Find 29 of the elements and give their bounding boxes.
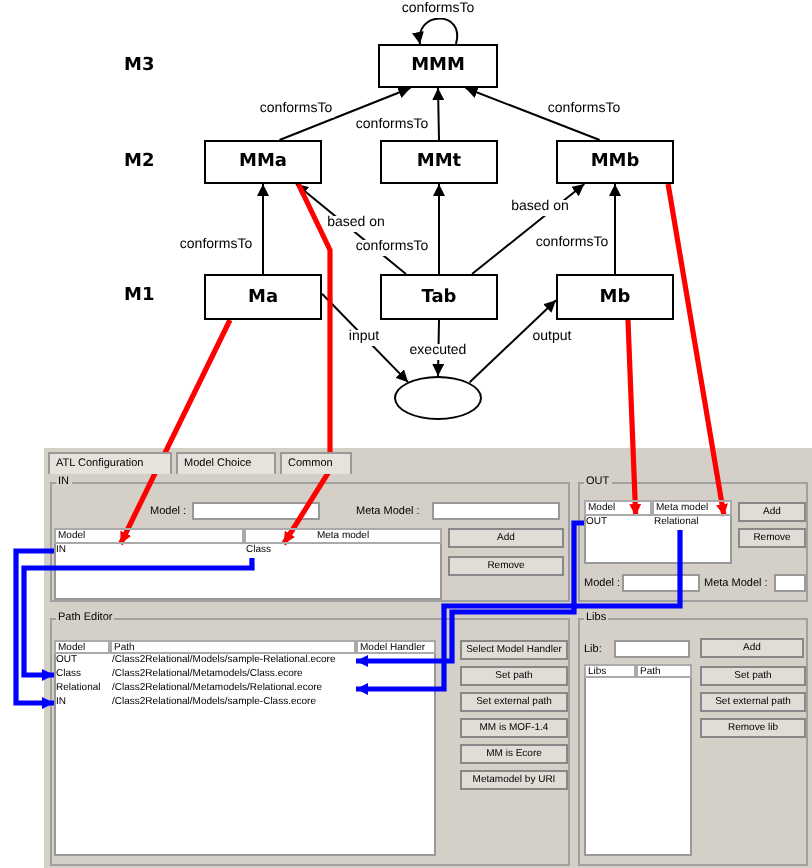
arrow bbox=[356, 530, 683, 695]
arrow bbox=[21, 558, 255, 681]
arrow bbox=[432, 87, 445, 141]
arrow bbox=[281, 182, 333, 546]
arrow bbox=[257, 183, 269, 275]
arrow bbox=[13, 548, 54, 709]
arrow bbox=[609, 183, 621, 275]
level-label: M3 bbox=[124, 56, 156, 76]
arrow bbox=[665, 183, 728, 517]
model-box: MMt bbox=[380, 140, 498, 184]
arrow bbox=[625, 319, 642, 517]
model-box: MMM bbox=[378, 44, 498, 88]
arrow bbox=[321, 292, 410, 384]
model-box: MMb bbox=[556, 140, 674, 184]
arrow bbox=[471, 183, 586, 275]
model-box: Tab bbox=[380, 274, 498, 320]
level-label: M2 bbox=[124, 152, 156, 172]
model-box: MMa bbox=[204, 140, 322, 184]
level-label: M1 bbox=[124, 286, 156, 306]
model-box: Ma bbox=[204, 274, 322, 320]
arrow bbox=[118, 318, 233, 546]
model-box: Mb bbox=[556, 274, 674, 320]
arrow bbox=[468, 299, 557, 384]
arrow bbox=[278, 86, 412, 141]
ellipse bbox=[394, 376, 482, 420]
arrow bbox=[413, 17, 459, 45]
arrow bbox=[464, 86, 601, 141]
arrow bbox=[433, 183, 445, 275]
arrow bbox=[356, 520, 584, 667]
